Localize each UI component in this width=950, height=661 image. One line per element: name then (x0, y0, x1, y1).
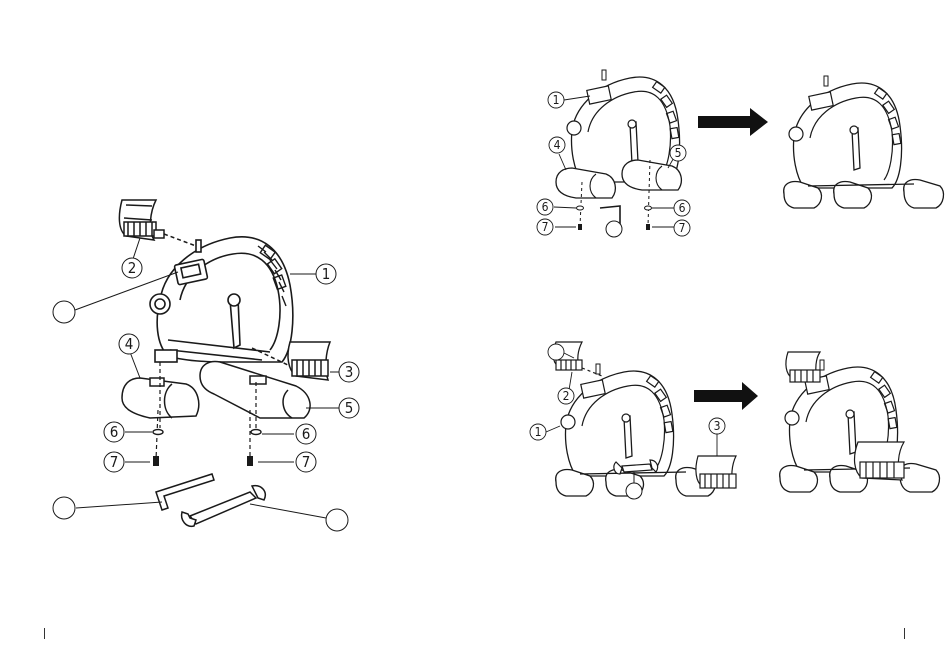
right-arrow-icon (698, 108, 768, 136)
blank-callout (626, 483, 642, 499)
callout-label: 5 (675, 146, 682, 160)
callout-label: 3 (345, 363, 354, 381)
blank-callout (53, 497, 75, 519)
callout-label: 2 (563, 389, 570, 403)
blank-callout (606, 221, 622, 237)
callout-label: 1 (553, 93, 560, 107)
blank-callout (326, 509, 348, 531)
wrench (182, 486, 266, 527)
bolt (153, 456, 253, 466)
left-pedal (119, 200, 196, 246)
callout-label: 7 (302, 453, 311, 471)
callout-label: 3 (714, 419, 721, 433)
step-b: 2 1 3 (530, 342, 939, 499)
callout-label: 5 (345, 399, 354, 417)
right-pedal (696, 456, 736, 488)
hex-key (156, 474, 214, 510)
callout-label: 1 (322, 265, 331, 283)
main-frame (150, 237, 293, 362)
callout-label: 4 (554, 138, 561, 152)
crop-mark (44, 628, 45, 639)
callout-label: 7 (110, 453, 119, 471)
crop-mark (904, 628, 905, 639)
left-pedal (786, 352, 820, 382)
right-arrow-icon (694, 382, 758, 410)
step-a: 1 4 5 6 6 7 7 (537, 70, 943, 237)
callout-label: 6 (302, 425, 311, 443)
callout-label: 6 (110, 423, 119, 441)
callout-label: 7 (679, 221, 686, 235)
blank-callout (53, 301, 75, 323)
callout-label: 1 (535, 425, 542, 439)
callout-label: 4 (125, 335, 134, 353)
washer (153, 430, 261, 435)
callout-label: 7 (542, 220, 549, 234)
callout-label: 2 (128, 259, 137, 277)
callout-label: 6 (542, 200, 549, 214)
exploded-view: 1 2 3 4 5 6 6 7 7 (53, 200, 359, 531)
callout-label: 6 (679, 201, 686, 215)
frame-before (556, 364, 716, 496)
right-pedal (855, 442, 904, 480)
frame-assembled (784, 76, 944, 208)
